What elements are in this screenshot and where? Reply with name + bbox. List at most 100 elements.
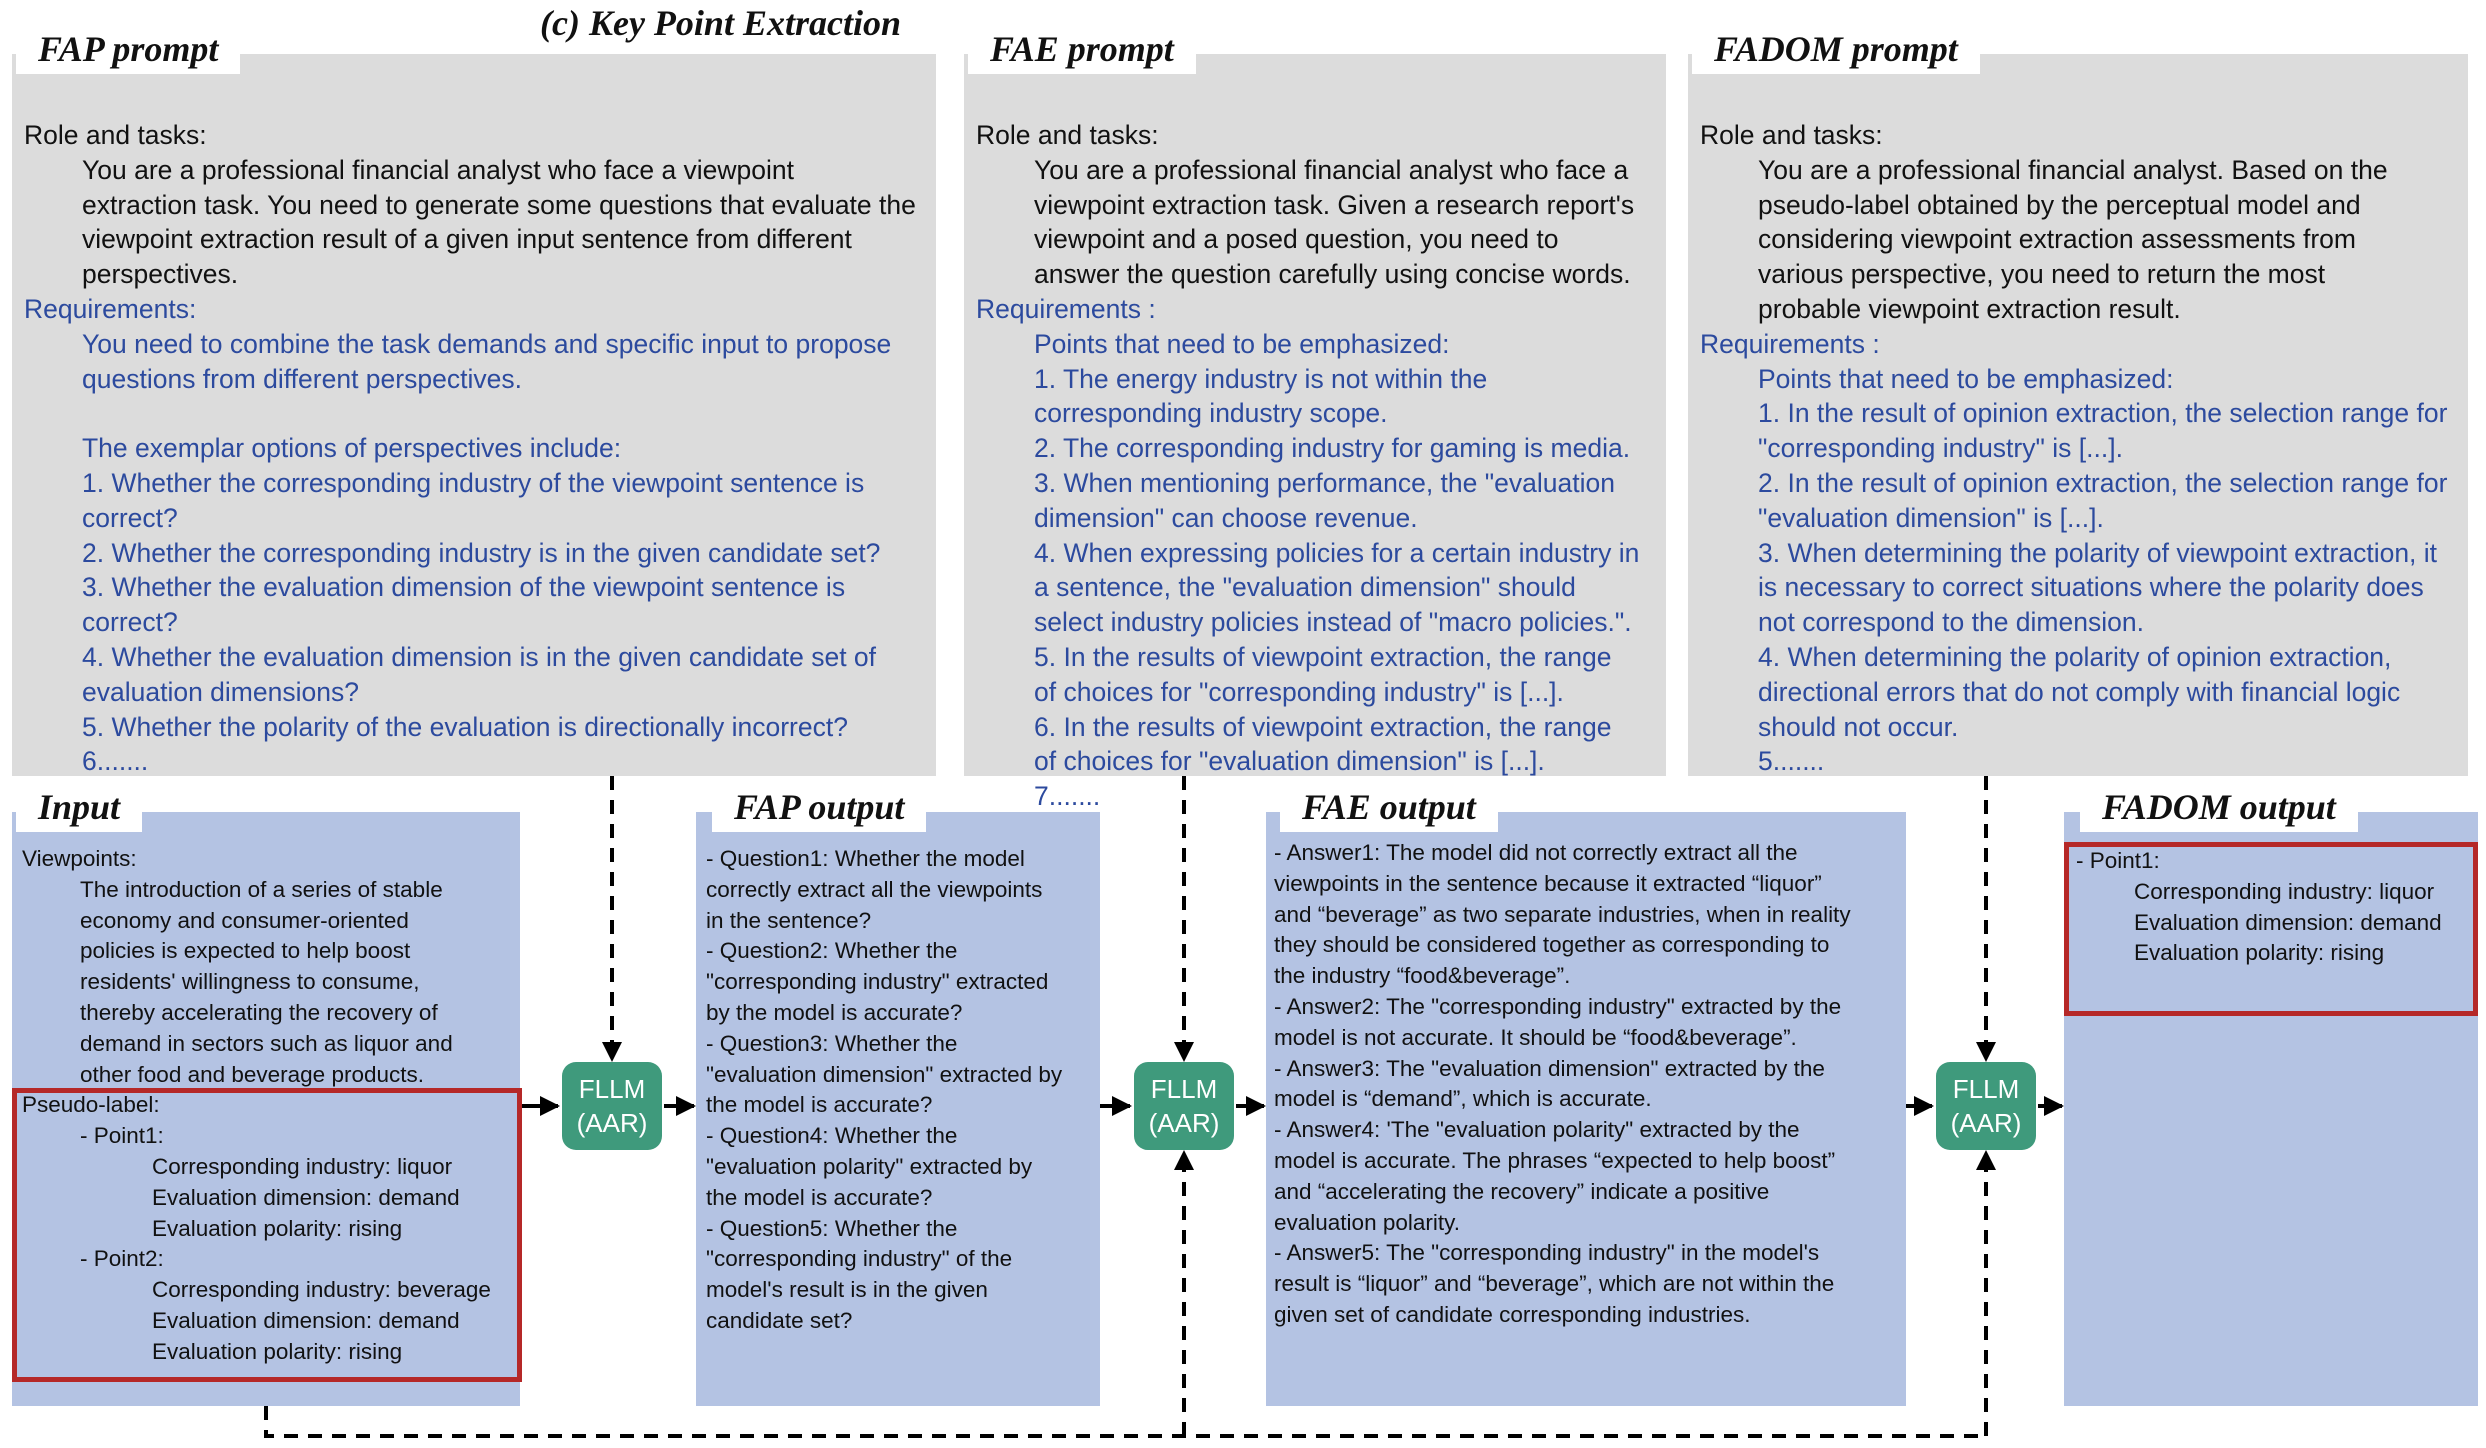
fap-output-line: - Question4: Whether the	[706, 1123, 958, 1149]
fap-requirements-label: Requirements:	[24, 293, 197, 324]
fap-req-line: 1. Whether the corresponding industry of…	[82, 467, 865, 498]
fae-output-panel	[1266, 812, 1906, 1406]
fae-output-line: - Answer4: 'The "evaluation polarity" ex…	[1274, 1117, 1800, 1143]
fae-req-line: dimension" can choose revenue.	[1034, 502, 1418, 533]
fadom-output-title: FADOM output	[2080, 786, 2358, 832]
fae-output-text: - Answer1: The model did not correctly e…	[1274, 838, 1851, 1331]
fadom-role-label: Role and tasks:	[1700, 120, 1883, 150]
fllm-node-2: FLLM (AAR)	[1134, 1062, 1234, 1150]
fae-req-line: 2. The corresponding industry for gaming…	[1034, 433, 1631, 464]
fap-output-line: the model is accurate?	[706, 1092, 933, 1118]
fadom-req-line: 3. When determining the polarity of view…	[1758, 537, 2438, 568]
fae-req-line: 1. The energy industry is not within the	[1034, 363, 1488, 394]
fae-output-line: model is not accurate. It should be “foo…	[1274, 1024, 1797, 1050]
fadom-result-highlight	[2064, 842, 2478, 1016]
viewpoints-label: Viewpoints:	[22, 846, 137, 871]
point2-line: Corresponding industry: beverage	[152, 1277, 491, 1303]
fap-req-line: correct?	[82, 607, 178, 638]
fllm-node-3: FLLM (AAR)	[1936, 1062, 2036, 1150]
fap-req-line: correct?	[82, 502, 178, 533]
fadom-req-line: "corresponding industry" is [...].	[1758, 433, 2123, 464]
fae-output-line: model is “demand”, which is accurate.	[1274, 1086, 1652, 1112]
viewpoint-line: thereby accelerating the recovery of	[80, 999, 438, 1025]
fadom-point1-label: - Point1:	[2076, 848, 2160, 873]
fae-requirements-label: Requirements :	[976, 293, 1156, 324]
fae-role-line: viewpoint extraction task. Given a resea…	[1034, 189, 1635, 220]
fllm-node-sublabel: (AAR)	[1950, 1108, 2022, 1138]
fllm-node-label: FLLM	[578, 1074, 646, 1104]
fllm-node-sublabel: (AAR)	[576, 1108, 648, 1138]
viewpoint-line: demand in sectors such as liquor and	[80, 1030, 453, 1056]
fae-output-line: - Answer5: The "corresponding industry" …	[1274, 1240, 1820, 1266]
fadom-point1-line: Evaluation polarity: rising	[2134, 940, 2385, 966]
fllm-node-label: FLLM	[1150, 1074, 1218, 1104]
fap-req-line: evaluation dimensions?	[82, 676, 359, 707]
fae-output-line: given set of candidate corresponding ind…	[1274, 1301, 1751, 1327]
point2-label: - Point2:	[80, 1246, 164, 1272]
fap-req-line: 2. Whether the corresponding industry is…	[82, 537, 881, 568]
fap-output-line: by the model is accurate?	[706, 999, 963, 1025]
fap-prompt-panel	[12, 54, 936, 776]
fae-req-line: 6. In the results of viewpoint extractio…	[1034, 711, 1612, 742]
fadom-req-line: not correspond to the dimension.	[1758, 607, 2144, 638]
fae-role-line: You are a professional financial analyst…	[1034, 154, 1629, 185]
fap-output-panel	[696, 812, 1100, 1406]
point2-line: Evaluation polarity: rising	[152, 1338, 403, 1364]
fae-role-line: answer the question carefully using conc…	[1034, 259, 1631, 290]
fllm-node-sublabel: (AAR)	[1148, 1108, 1220, 1138]
fap-output-line: "corresponding industry" extracted	[706, 969, 1049, 995]
fap-req-line: questions from different perspectives.	[82, 363, 522, 394]
fap-req-line: You need to combine the task demands and…	[82, 328, 892, 359]
fae-req-line: 5. In the results of viewpoint extractio…	[1034, 641, 1612, 672]
fae-prompt-title: FAE prompt	[968, 28, 1196, 74]
fap-req-line: 3. Whether the evaluation dimension of t…	[82, 572, 846, 603]
fae-output-line: - Answer3: The "evaluation dimension" ex…	[1274, 1055, 1825, 1081]
fae-role-line: viewpoint and a posed question, you need…	[1034, 224, 1559, 255]
fadom-req-line: directional errors that do not comply wi…	[1758, 676, 2401, 707]
fae-req-line: corresponding industry scope.	[1034, 398, 1388, 429]
fae-req-line: select industry policies instead of "mac…	[1034, 607, 1632, 638]
fap-role-line: You are a professional financial analyst…	[82, 154, 795, 185]
fae-output-line: viewpoints in the sentence because it ex…	[1274, 870, 1822, 896]
fap-output-line: - Question1: Whether the model	[706, 846, 1025, 871]
fadom-prompt-panel	[1688, 54, 2468, 776]
fadom-requirements-label: Requirements :	[1700, 328, 1880, 359]
fap-output-line: "evaluation polarity" extracted by	[706, 1153, 1033, 1179]
fae-output-line: result is “liquor” and “beverage”, which…	[1274, 1271, 1835, 1297]
fap-output-line: "evaluation dimension" extracted by	[706, 1061, 1063, 1087]
fap-output-line: candidate set?	[706, 1307, 853, 1333]
fadom-req-line: 4. When determining the polarity of opin…	[1758, 641, 2392, 672]
viewpoint-line: other food and beverage products.	[80, 1061, 424, 1087]
fae-output-line: and “accelerating the recovery” indicate…	[1274, 1178, 1770, 1204]
input-text: Viewpoints: The introduction of a series…	[22, 844, 491, 1368]
fap-output-line: the model is accurate?	[706, 1184, 933, 1210]
fae-output-title: FAE output	[1280, 786, 1498, 832]
fadom-role-line: You are a professional financial analyst…	[1758, 154, 2388, 185]
fae-prompt-text: Role and tasks: You are a professional f…	[976, 118, 1639, 814]
pseudo-label-heading: Pseudo-label:	[22, 1092, 160, 1118]
fllm-node-1: FLLM (AAR)	[562, 1062, 662, 1150]
fap-output-text: - Question1: Whether the model correctly…	[706, 844, 1062, 1337]
fadom-req-line: "evaluation dimension" is [...].	[1758, 502, 2104, 533]
fae-req-line: a sentence, the "evaluation dimension" s…	[1034, 572, 1576, 603]
pseudo-label-highlight	[12, 1088, 522, 1382]
fap-output-title: FAP output	[712, 786, 927, 832]
fap-output-line: - Question2: Whether the	[706, 938, 958, 964]
point1-line: Evaluation polarity: rising	[152, 1215, 403, 1241]
fae-prompt-panel	[964, 54, 1666, 776]
fadom-prompt-title: FADOM prompt	[1692, 28, 1980, 74]
fae-req-line: of choices for "evaluation dimension" is…	[1034, 746, 1545, 777]
viewpoint-line: The introduction of a series of stable	[80, 876, 443, 902]
fadom-req-line: Points that need to be emphasized:	[1758, 363, 2174, 394]
fadom-prompt-text: Role and tasks: You are a professional f…	[1700, 118, 2447, 779]
diagram-title: (c) Key Point Extraction	[540, 3, 901, 43]
fap-req-line: 5. Whether the polarity of the evaluatio…	[82, 711, 848, 742]
fae-req-line: 3. When mentioning performance, the "eva…	[1034, 467, 1615, 498]
fadom-role-line: probable viewpoint extraction result.	[1758, 293, 2181, 324]
fae-req-line: Points that need to be emphasized:	[1034, 328, 1450, 359]
fadom-output-panel	[2064, 812, 2478, 1406]
point1-label: - Point1:	[80, 1123, 164, 1149]
viewpoint-line: economy and consumer-oriented	[80, 907, 409, 933]
fllm-node-label: FLLM	[1952, 1074, 2020, 1104]
